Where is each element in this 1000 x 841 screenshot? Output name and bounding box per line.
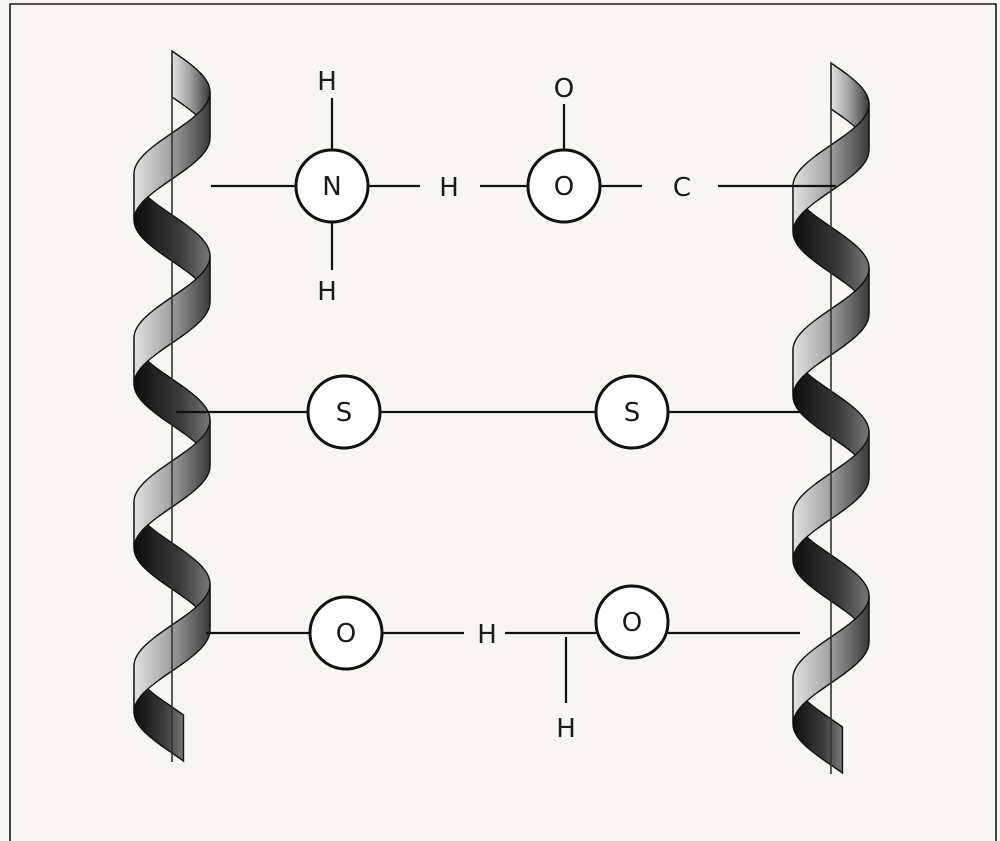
sulfur-label-left: S bbox=[336, 398, 353, 428]
sulfur-atom-left bbox=[306, 374, 382, 450]
oxygen-atom-right bbox=[594, 584, 670, 660]
oxygen-label-right: O bbox=[622, 608, 642, 638]
oxygen-atom-left bbox=[308, 595, 384, 671]
sulfur-label-right: S bbox=[624, 398, 641, 428]
sulfur-atom-right bbox=[594, 374, 670, 450]
hydrogen-label-bottom: H bbox=[317, 277, 337, 307]
frame bbox=[9, 3, 997, 841]
oxygen-label: O bbox=[554, 172, 574, 202]
oxygen-label-top: O bbox=[554, 74, 574, 104]
hydrogen-bridge-label-bottom: H bbox=[477, 620, 497, 650]
hydrogen-label-top: H bbox=[317, 67, 337, 97]
oxygen-label-left: O bbox=[336, 619, 356, 649]
nitrogen-label: N bbox=[322, 172, 341, 202]
hydroxyl-bond-group: O H O H bbox=[206, 584, 800, 744]
hydrogen-bridge-label: H bbox=[439, 173, 459, 203]
hydrogen-bond-group: N H H H O O C bbox=[211, 67, 836, 307]
carbon-label: C bbox=[673, 173, 691, 203]
oxygen-atom bbox=[526, 148, 602, 224]
hydrogen-label-lowest: H bbox=[556, 714, 576, 744]
disulfide-bond-group: S S bbox=[176, 374, 800, 450]
nitrogen-atom bbox=[294, 148, 370, 224]
